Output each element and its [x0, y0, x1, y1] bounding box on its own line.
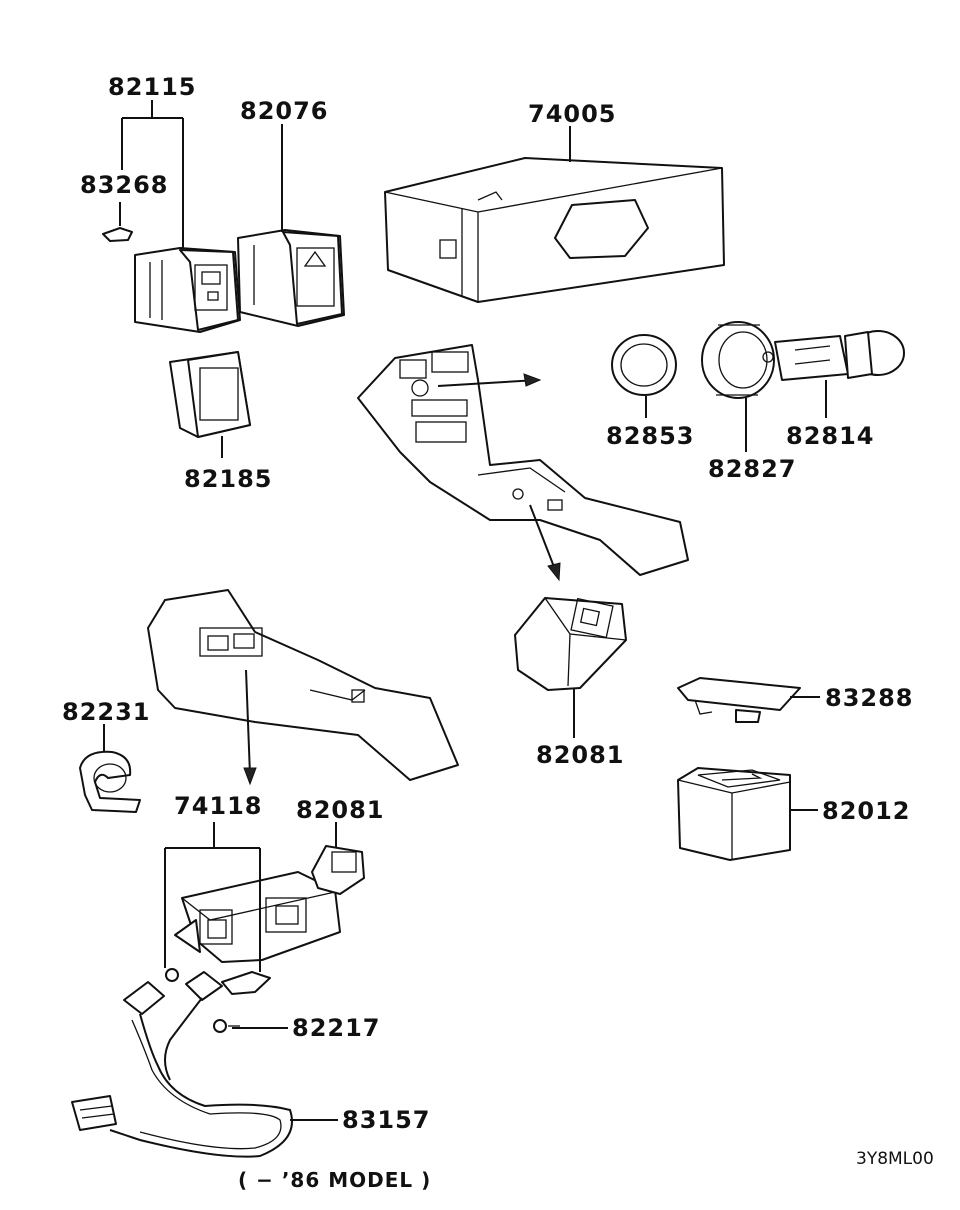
label-74005: 74005 — [528, 100, 617, 128]
harness-83157 — [71, 971, 293, 1158]
switch-82081-main — [514, 597, 627, 691]
switch-82081-small — [311, 845, 365, 895]
screw-82217 — [165, 968, 240, 1033]
label-82081-main: 82081 — [536, 741, 625, 769]
console-lower — [147, 589, 459, 781]
label-83288: 83288 — [825, 684, 914, 712]
cover-83288 — [677, 677, 801, 723]
switch-82076 — [237, 229, 345, 327]
console-upper — [357, 344, 689, 576]
label-82217: 82217 — [292, 1014, 381, 1042]
switch-82115 — [134, 247, 241, 333]
label-82076: 82076 — [240, 97, 329, 125]
clip-83268 — [102, 227, 133, 242]
lighter-82814 — [762, 330, 905, 381]
leader-74118 — [164, 822, 261, 972]
label-82185: 82185 — [184, 465, 273, 493]
label-74118: 74118 — [174, 792, 263, 820]
label-82012: 82012 — [822, 797, 911, 825]
model-note: ( − ’86 MODEL ) — [238, 1168, 431, 1192]
box-82012 — [677, 767, 791, 861]
arrow-to-82081 — [529, 504, 557, 573]
label-82081-small: 82081 — [296, 796, 385, 824]
box-74005 — [384, 157, 725, 303]
arrow-to-lighter — [437, 379, 539, 387]
clip-82231 — [79, 750, 141, 813]
label-82853: 82853 — [606, 422, 695, 450]
label-82814: 82814 — [786, 422, 875, 450]
label-82231: 82231 — [62, 698, 151, 726]
label-82115: 82115 — [108, 73, 197, 101]
label-82827: 82827 — [708, 455, 797, 483]
label-83157: 83157 — [342, 1106, 431, 1134]
label-83268: 83268 — [80, 171, 169, 199]
diagram-code: 3Y8ML00 — [856, 1149, 934, 1169]
switch-82185 — [169, 351, 251, 438]
socket-82827 — [701, 321, 775, 399]
ring-82853 — [611, 334, 677, 396]
leader-82115 — [119, 100, 184, 248]
arrow-to-74118 — [245, 669, 251, 776]
